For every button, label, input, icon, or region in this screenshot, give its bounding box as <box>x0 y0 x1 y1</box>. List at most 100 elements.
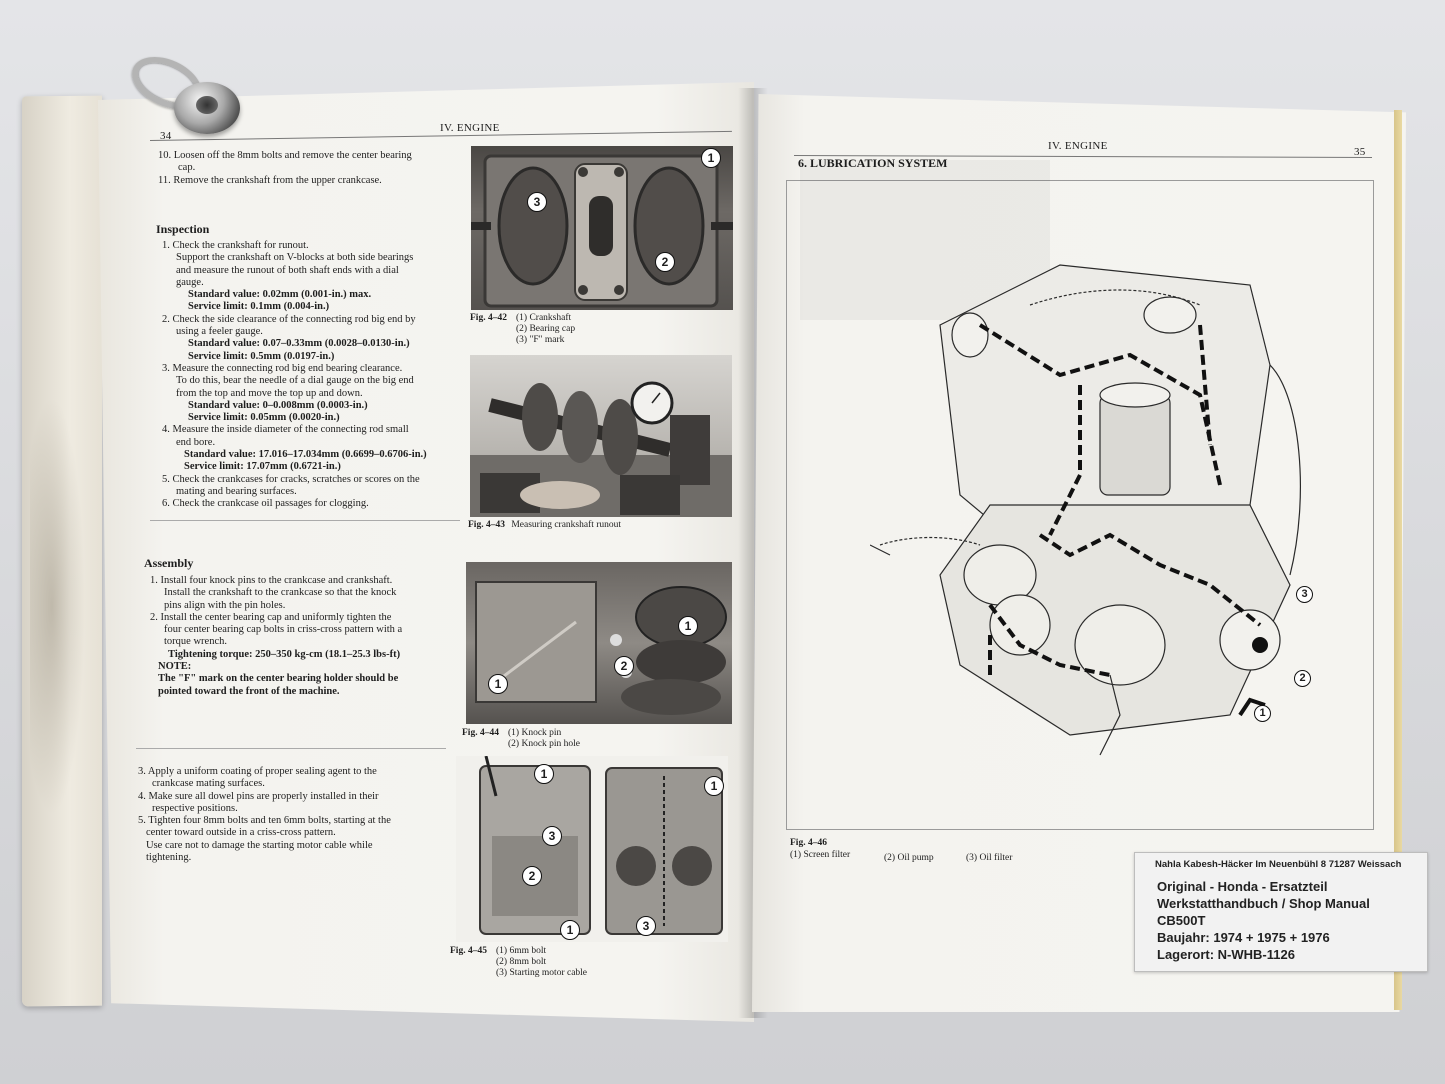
inspection-line: 5. Check the crankcases for cracks, scra… <box>162 473 420 485</box>
sealing-line: 4. Make sure all dowel pins are properly… <box>138 790 379 802</box>
inspection-text: 1. Check the crankshaft for runout. Supp… <box>162 240 444 511</box>
section-title: 6. LUBRICATION SYSTEM <box>798 156 948 170</box>
grime-stain <box>30 395 85 817</box>
fig-4-46-label: Fig. 4–46 <box>790 838 827 848</box>
fig-4-42-label: Fig. 4–42 <box>470 313 507 323</box>
fig-4-43-label: Fig. 4–43 <box>468 520 505 530</box>
assembly-line: 2. Install the center bearing cap and un… <box>150 611 392 623</box>
magnet-hole <box>196 96 218 114</box>
spec-line: Standard value: 0.02mm (0.001-in.) max. <box>188 289 372 301</box>
inspection-line: To do this, bear the needle of a dial ga… <box>176 375 414 387</box>
inspection-line: 3. Measure the connecting rod big end be… <box>162 362 403 374</box>
knock-pin-illustration <box>475 581 727 715</box>
fig-4-43-text: Measuring crankshaft runout <box>511 520 622 530</box>
assembly-text: 1. Install four knock pins to the crankc… <box>150 575 440 698</box>
fig-caption-item: (2) Bearing cap <box>516 324 576 334</box>
inspection-line: end bore. <box>176 436 216 448</box>
callout-2: 2 <box>522 866 542 886</box>
inspection-line: mating and bearing surfaces. <box>176 485 297 497</box>
lubrication-system-diagram <box>870 264 1301 756</box>
inspection-line: 6. Check the crankcase oil passages for … <box>162 498 369 510</box>
sealing-line: tightening. <box>146 852 192 864</box>
left-running-head: IV. ENGINE <box>440 122 500 134</box>
step-10-cont: cap. <box>178 162 196 174</box>
sealing-text: 3. Apply a uniform coating of proper sea… <box>138 766 430 864</box>
callout-1: 1 <box>701 148 721 168</box>
inspection-heading: Inspection <box>156 222 210 236</box>
fig-4-44-caption: Fig. 4–44 (1) Knock pin (2) Knock pin ho… <box>462 728 580 749</box>
step-11: 11. Remove the crankshaft from the upper… <box>158 174 382 186</box>
fig-4-44-photo: 1 2 1 <box>466 562 732 724</box>
note-text: The "F" mark on the center bearing holde… <box>158 673 399 685</box>
note-label: NOTE: <box>158 661 192 673</box>
fig-4-42-caption: Fig. 4–42 (1) Crankshaft (2) Bearing cap… <box>470 313 575 345</box>
callout-2: 2 <box>614 656 634 676</box>
inspection-line: gauge. <box>176 276 204 288</box>
right-page-number: 35 <box>1354 146 1366 158</box>
right-running-head: IV. ENGINE <box>1048 140 1108 152</box>
inspection-line: using a feeler gauge. <box>176 326 263 338</box>
sealing-line: crankcase mating surfaces. <box>152 778 265 790</box>
inspection-line: 4. Measure the inside diameter of the co… <box>162 424 409 436</box>
spec-line: Standard value: 17.016–17.034mm (0.6699–… <box>184 449 427 461</box>
crankcase-bolts-illustration <box>479 756 723 935</box>
book-page-stack <box>22 95 102 1007</box>
section-rule <box>150 520 460 521</box>
spec-line: Standard value: 0.07–0.33mm (0.0028–0.01… <box>188 338 410 350</box>
callout-1: 1 <box>534 764 554 784</box>
gilded-page-edge <box>1394 110 1402 1010</box>
assembly-line: Install the crankshaft to the crankcase … <box>164 587 397 599</box>
fig-caption-item: (3) "F" mark <box>516 335 565 345</box>
inspection-line: 2. Check the side clearance of the conne… <box>162 313 416 325</box>
crankshaft-runout-illustration <box>470 381 732 517</box>
fig-4-43-caption: Fig. 4–43 Measuring crankshaft runout <box>468 520 621 531</box>
callout-2: 2 <box>655 252 675 272</box>
fig-4-45-caption: Fig. 4–45 (1) 6mm bolt (2) 8mm bolt (3) … <box>450 946 587 978</box>
callout-3: 3 <box>527 192 547 212</box>
disassembly-steps: 10. Loosen off the 8mm bolts and remove … <box>158 150 443 187</box>
fig-4-45-photo: 1 3 2 1 3 1 <box>456 756 728 942</box>
inspection-line: and measure the runout of both shaft end… <box>176 264 399 276</box>
assembly-line: pins align with the pin holes. <box>164 599 286 611</box>
sticker-line: Lagerort: N-WHB-1126 <box>1157 947 1295 962</box>
left-page-number: 34 <box>160 130 172 142</box>
sealing-line: Use care not to damage the starting moto… <box>146 839 373 851</box>
section-rule <box>136 748 446 749</box>
note-text: pointed toward the front of the machine. <box>158 685 340 697</box>
sticker-line: Werkstatthandbuch / Shop Manual <box>1157 896 1370 911</box>
crankcase-illustration <box>471 154 733 308</box>
callout-2: 2 <box>1294 670 1311 687</box>
spec-line: Service limit: 0.05mm (0.0020-in.) <box>188 412 340 424</box>
fig-caption-item: (1) Knock pin <box>508 728 562 738</box>
torque-spec: Tightening torque: 250–350 kg-cm (18.1–2… <box>168 648 401 660</box>
assembly-line: four center bearing cap bolts in criss-c… <box>164 624 403 636</box>
spec-line: Service limit: 0.5mm (0.0197-in.) <box>188 350 335 362</box>
fig-4-42-photo: 1 2 3 <box>471 146 733 310</box>
fig-4-43-photo <box>470 355 732 517</box>
callout-3: 3 <box>542 826 562 846</box>
callout-1: 1 <box>704 776 724 796</box>
sticker-address: Nahla Kabesh-Häcker Im Neuenbühl 8 71287… <box>1155 859 1402 870</box>
fig-4-46-frame <box>786 180 1374 830</box>
callout-1: 1 <box>488 674 508 694</box>
sticker-line: Baujahr: 1974 + 1975 + 1976 <box>1157 930 1330 945</box>
callout-1: 1 <box>678 616 698 636</box>
magnet <box>174 82 240 134</box>
step-10: 10. Loosen off the 8mm bolts and remove … <box>158 150 412 161</box>
sealing-line: 5. Tighten four 8mm bolts and ten 6mm bo… <box>138 815 391 827</box>
spec-line: Standard value: 0–0.008mm (0.0003-in.) <box>188 399 368 411</box>
fig-caption-item: (2) 8mm bolt <box>496 957 547 967</box>
inspection-line: from the top and move the top up and dow… <box>176 387 363 399</box>
callout-1: 1 <box>1254 705 1271 722</box>
callout-3: 3 <box>636 916 656 936</box>
sealing-line: respective positions. <box>152 802 238 814</box>
inspection-line: Support the crankshaft on V-blocks at bo… <box>176 252 414 264</box>
fig-caption-item: (3) Oil filter <box>966 853 1013 863</box>
fig-caption-item: (1) 6mm bolt <box>496 946 547 956</box>
sticker-line: CB500T <box>1157 913 1206 928</box>
spec-line: Service limit: 17.07mm (0.6721-in.) <box>184 461 341 473</box>
inventory-sticker: Nahla Kabesh-Häcker Im Neuenbühl 8 71287… <box>1134 852 1428 972</box>
callout-1: 1 <box>560 920 580 940</box>
assembly-line: 1. Install four knock pins to the crankc… <box>150 575 393 586</box>
fig-caption-item: (3) Starting motor cable <box>496 968 588 978</box>
